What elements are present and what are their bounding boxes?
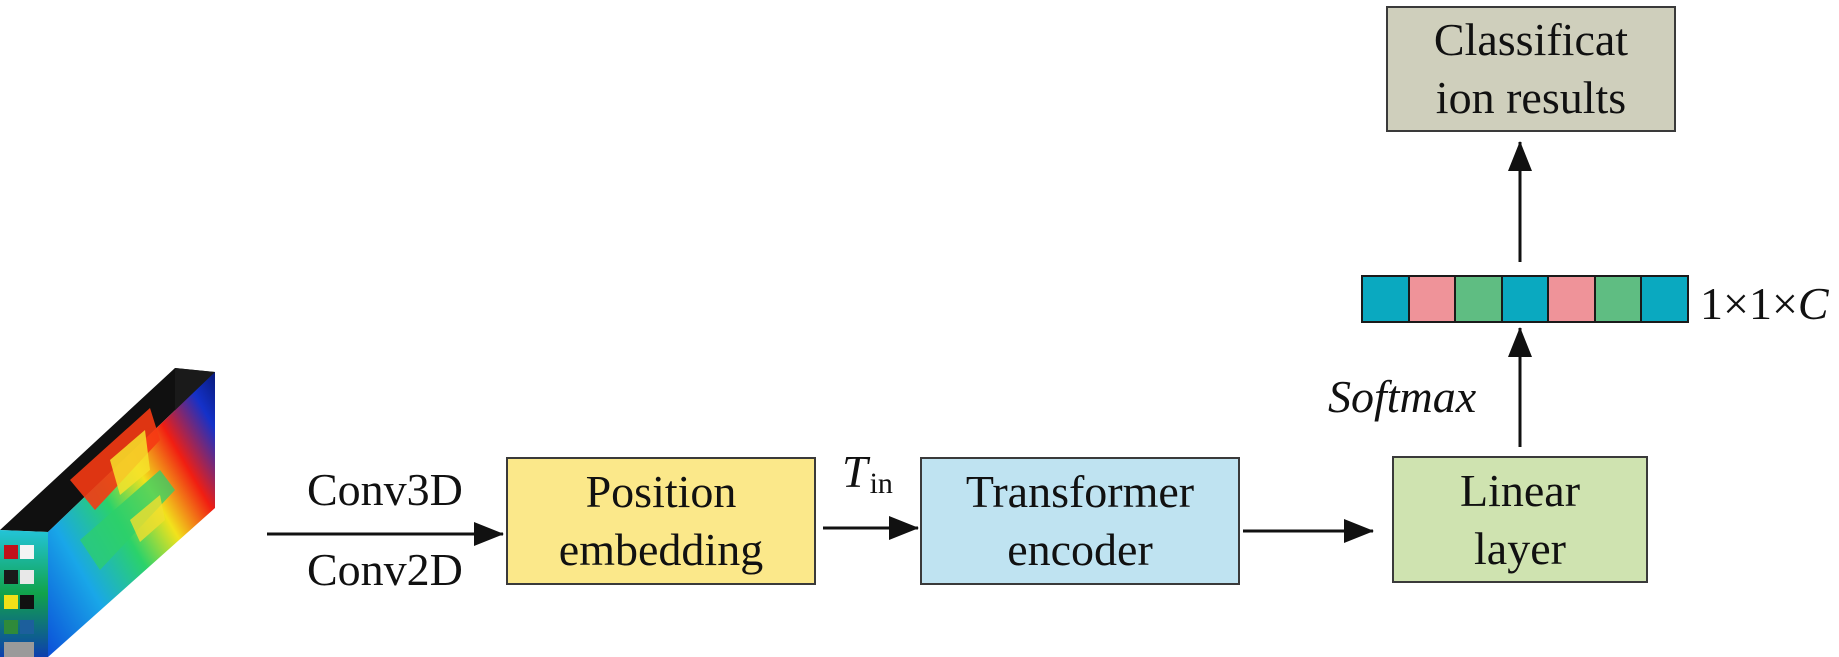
classification-results-line2: ion results [1435,72,1627,123]
softmax-label: Softmax [1328,371,1477,422]
output-vector-cell [1595,277,1643,321]
t-in-main: T [842,446,868,497]
t-in-label: Tin [842,447,893,503]
classification-results-line1: Classificat [1433,14,1629,65]
classification-results-box: Classificat ion results [1386,6,1676,132]
linear-layer-line1: Linear [1459,464,1581,516]
transformer-encoder-line2: encoder [1007,524,1153,575]
output-vector-cell [1549,277,1596,321]
hyperspectral-cube-icon [0,368,215,657]
position-embedding-line1: Position [585,466,737,517]
output-vector-cell [1456,277,1503,321]
position-embedding-line2: embedding [558,524,764,575]
linear-layer-box: Linear layer [1392,456,1648,583]
vector-dimension-variable: C [1797,278,1829,329]
vector-dimension-label: 1×1×C [1700,279,1829,329]
conv2d-label: Conv2D [307,544,463,595]
output-vector-cell [1409,277,1457,321]
output-vector-cell [1502,277,1550,321]
linear-layer-line2: layer [1474,522,1566,574]
transformer-encoder-box: Transformer encoder [920,457,1240,585]
conv3d-label: Conv3D [307,464,463,515]
position-embedding-box: Position embedding [506,457,816,585]
output-vector-cell [1642,277,1688,321]
vector-dimension-text: 1×1×C [1700,278,1829,329]
transformer-encoder-line1: Transformer [965,466,1195,517]
t-in-subscript: in [869,467,893,500]
output-vector [1361,275,1689,323]
output-vector-cell [1363,277,1410,321]
